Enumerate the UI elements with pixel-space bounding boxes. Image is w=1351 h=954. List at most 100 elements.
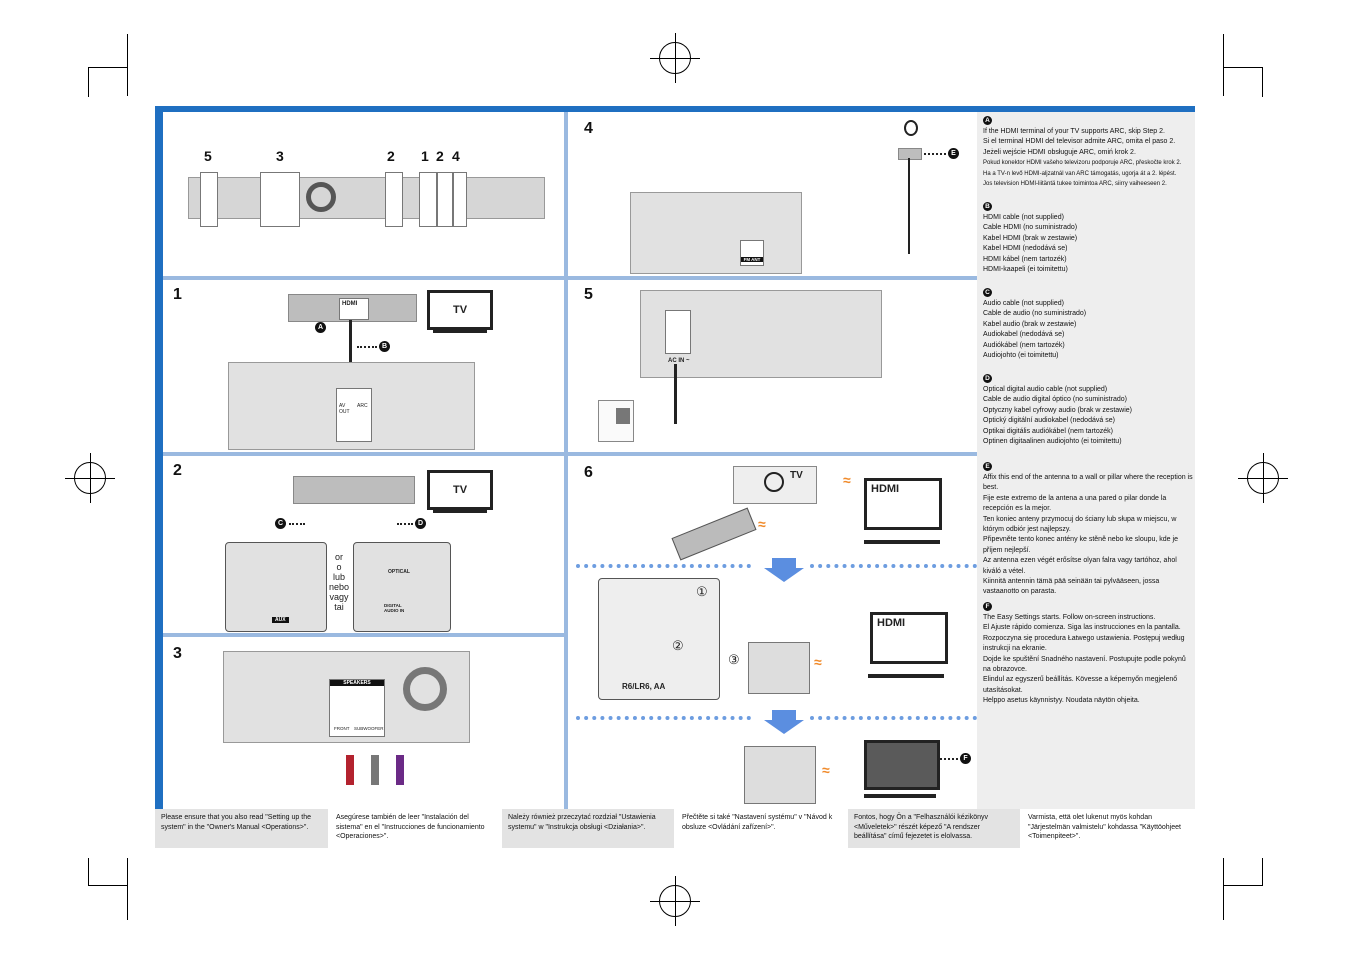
dotted-leader [289, 523, 305, 525]
note-line: Helppo asetus käynnistyy. Noudata näytön… [983, 697, 1140, 705]
fm-ant-port: FM ANT [740, 240, 764, 266]
note-line: Pokud konektor HDMI vašeho televizoru po… [983, 160, 1182, 167]
footer-note-pl: Należy również przeczytać rozdział "Usta… [502, 809, 674, 848]
tv-hdmi-1: HDMI [864, 478, 942, 530]
remote-control [671, 507, 757, 561]
dotted-leader [357, 346, 377, 348]
note-line: Cable HDMI (no suministrado) [983, 224, 1078, 232]
circled-1: ① [696, 584, 708, 599]
tv: TV [427, 470, 493, 510]
crop-mark [1223, 858, 1224, 920]
crop-mark [88, 67, 128, 68]
label-digital-audio-in: DIGITAL AUDIO IN [384, 603, 405, 613]
note-line: HDMI-kaapeli (ei toimitettu) [983, 266, 1068, 274]
step1-panel: 1 HDMI TV A B AV OUT ARC [163, 280, 564, 452]
callout-2: 2 [387, 148, 395, 164]
down-arrow [764, 720, 804, 734]
callout-1: 1 [421, 148, 429, 164]
left-accent-bar [155, 106, 163, 809]
note-line: Připevněte tento konec antény ke stěně n… [983, 536, 1178, 554]
label-aux: AUX [272, 617, 289, 623]
step5-panel: 5 AC IN ~ [568, 280, 977, 452]
step-number: 6 [584, 464, 593, 481]
callout-5: 5 [204, 148, 212, 164]
note-badge-b: B [983, 202, 992, 211]
power-cable [674, 364, 677, 424]
speakers-port [260, 172, 300, 227]
aux-inset: AUX [225, 542, 327, 632]
note-line: HDMI cable (not supplied) [983, 214, 1064, 221]
step6-panel: 6 TV ≈ ≈ HDMI ① ② R6/LR6, AA ③ ≈ HDMI ≈ [568, 456, 977, 809]
dotted-leader [924, 153, 946, 155]
label-optical: OPTICAL [388, 569, 410, 575]
note-c: C Audio cable (not supplied) Cable de au… [983, 288, 1193, 361]
crop-mark [1223, 67, 1263, 68]
or-word: tai [334, 602, 344, 612]
badge-e: E [948, 148, 959, 159]
battery-label: R6/LR6, AA [622, 682, 666, 691]
note-line: HDMI kábel (nem tartozék) [983, 255, 1067, 263]
callout-3: 3 [276, 148, 284, 164]
hdmi-cable [349, 320, 352, 390]
note-line: Optický digitální audiokabel (nedodává s… [983, 417, 1115, 425]
badge-d: D [415, 518, 426, 529]
row-separator [568, 452, 977, 456]
note-line: Cable de audio (no suministrado) [983, 310, 1087, 318]
step-number: 1 [173, 286, 182, 303]
divider-dots [576, 716, 751, 720]
note-line: Audiojohto (ei toimitettu) [983, 352, 1059, 360]
flash-icon: ≈ [843, 472, 851, 488]
callout-4: 4 [452, 148, 460, 164]
tv-hdmi-port: HDMI [339, 298, 369, 320]
power-plug [616, 408, 630, 424]
label-arc: ARC [357, 403, 368, 409]
unit-rear-panel [188, 177, 545, 219]
hdmi-port [419, 172, 437, 227]
step-number: 2 [173, 462, 182, 479]
footer-note-es: Asegúrese también de leer "Instalación d… [336, 814, 485, 840]
footer-note-hu: Fontos, hogy Ön a "Felhasználói kéziköny… [848, 809, 1020, 848]
antenna-loop-icon [904, 120, 918, 136]
note-line: Ha a TV-n levő HDMI-aljzatnál van ARC tá… [983, 170, 1177, 177]
label-subwoofer: SUBWOOFER [354, 726, 384, 731]
flash-icon: ≈ [822, 762, 830, 778]
aux-port [385, 172, 403, 227]
fm-ant-port [453, 172, 467, 227]
circled-3: ③ [728, 652, 740, 667]
note-line: Audio cable (not supplied) [983, 300, 1064, 307]
footer-note-en: Please ensure that you also read "Settin… [155, 809, 328, 848]
note-line: Fije este extremo de la antena a una par… [983, 494, 1167, 513]
registration-mark [650, 876, 700, 926]
note-line: Optinen digitaalinen audiojohto (ei toim… [983, 438, 1122, 446]
label-speakers: SPEAKERS [330, 680, 384, 686]
note-line: If the HDMI terminal of your TV supports… [983, 128, 1165, 135]
tv-menu [864, 740, 940, 790]
note-line: Kabel HDMI (nedodává se) [983, 245, 1068, 253]
remote-dpad [744, 746, 816, 804]
crop-mark [127, 858, 128, 920]
optical-inset: OPTICAL DIGITAL AUDIO IN [353, 542, 451, 632]
divider-dots [810, 564, 977, 568]
overview-panel: 5 3 2 1 2 4 [163, 112, 564, 276]
label-av-out: AV OUT [339, 403, 350, 415]
speakers-terminal: SPEAKERS FRONT SUBWOOFER [329, 679, 385, 737]
circled-2: ② [672, 638, 684, 653]
optical-port [437, 172, 453, 227]
registration-mark [650, 33, 700, 83]
row-separator [163, 276, 564, 280]
step3-panel: 3 SPEAKERS FRONT SUBWOOFER [163, 637, 564, 809]
setup-sheet: 3 5 3 2 1 2 4 1 HDMI TV A B [155, 106, 1195, 848]
note-badge-d: D [983, 374, 992, 383]
notes-sidebar: A If the HDMI terminal of your TV suppor… [977, 112, 1195, 809]
row-separator [163, 633, 564, 637]
label-fm-ant: FM ANT [741, 257, 763, 262]
speaker-plug-purple [396, 755, 404, 785]
step-number: 3 [173, 645, 182, 662]
note-line: Rozpoczyna się procedura Łatwego ustawie… [983, 634, 1185, 653]
crop-mark [127, 34, 128, 96]
note-line: Kabel HDMI (brak w zestawie) [983, 234, 1078, 242]
note-line: Optyczny kabel cyfrowy audio (brak w zes… [983, 406, 1132, 414]
down-arrow [772, 710, 796, 720]
tv-hdmi-label: HDMI [871, 483, 900, 495]
crop-mark [88, 67, 89, 97]
